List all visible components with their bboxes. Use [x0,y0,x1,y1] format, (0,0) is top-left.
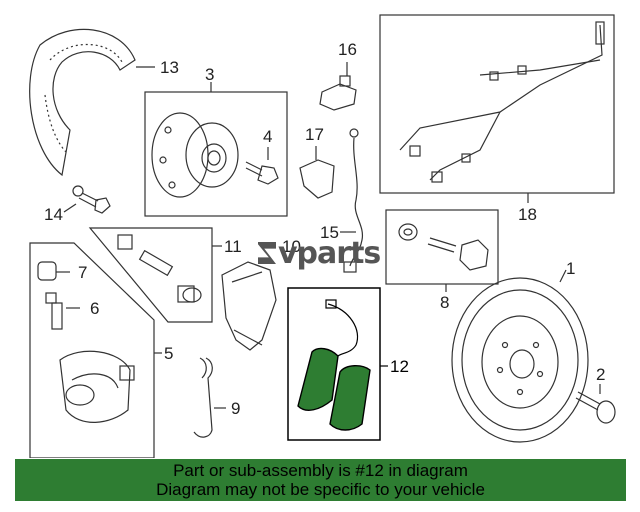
abs-sensor-wire [340,128,364,273]
caliper-box [29,242,162,458]
parts-diagram: 1 2 3 4 5 6 7 8 9 10 11 12 13 14 15 16 1… [29,14,616,458]
callout-13: 13 [160,58,179,77]
callout-4: 4 [263,127,272,146]
sensor-bracket-16 [319,62,357,111]
outer-brake-pad [329,365,371,431]
caliper-bracket [221,261,277,351]
callout-14: 14 [44,205,63,224]
hub-bolt [245,147,279,185]
callout-7: 7 [78,263,87,282]
brake-rotor [451,269,589,443]
hub-assembly [144,82,288,217]
retaining-spring [193,357,226,438]
info-banner: Part or sub-assembly is #12 in diagram D… [15,459,626,501]
shield-bolt [63,185,111,214]
brake-pad-set [287,287,388,441]
dust-shield [29,28,155,177]
bushing-kit [385,209,499,292]
inner-brake-pad [297,347,339,411]
callout-17: 17 [305,125,324,144]
callout-18: 18 [518,205,537,224]
callout-10: 10 [282,237,301,256]
vparts-logo: vparts [258,235,381,271]
guide-pin-kit [88,227,222,323]
sensor-clip-17 [299,146,335,199]
callout-3: 3 [205,65,214,84]
callout-6: 6 [90,299,99,318]
callout-2: 2 [596,365,605,384]
callout-5: 5 [164,344,173,363]
wiring-harness [379,14,615,203]
banner-line-1: Part or sub-assembly is #12 in diagram [173,461,468,480]
callout-1: 1 [566,259,575,278]
bleeder-screw [45,292,80,330]
logo-text: vparts [278,235,381,271]
callout-9: 9 [231,399,240,418]
banner-line-2: Diagram may not be specific to your vehi… [156,480,485,499]
rotor-screw [575,384,616,424]
callout-12: 12 [390,357,409,376]
callout-11: 11 [224,237,242,256]
callout-15: 15 [320,223,339,242]
bleeder-cap [37,261,70,281]
logo-mark-icon [258,242,276,264]
callout-8: 8 [440,293,449,312]
callout-16: 16 [338,40,357,59]
